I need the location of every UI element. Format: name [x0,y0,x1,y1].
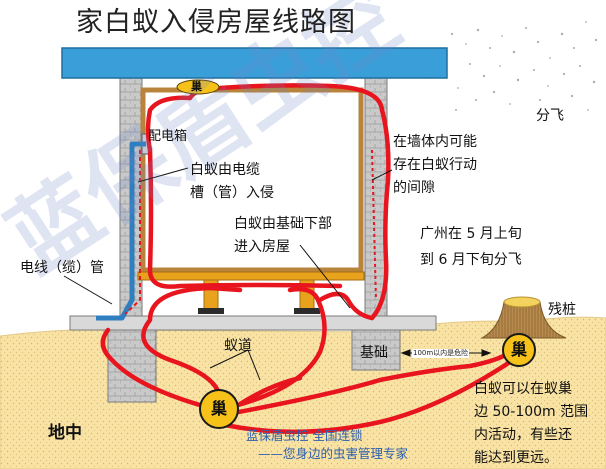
stump-nest-label: 巢 [511,340,528,359]
label-distribution-box: 配电箱 [148,129,188,144]
label-foundation-1: 白蚁由基础下部 [234,216,332,232]
brand-line-2: ——您身边的虫害管理专家 [258,446,409,461]
label-wall-1: 在墙体内可能 [393,134,477,150]
floor-slab [69,315,437,331]
cable-termite-path [124,150,141,315]
label-range-3: 内活动，有些还 [474,427,572,443]
label-distance: 100m以内是危险 [412,349,470,358]
label-foundation: 基础 [360,345,388,361]
label-foundation-2: 进入房屋 [234,239,290,255]
leader-lines [63,167,393,381]
label-underground: 地中 [48,423,82,443]
roof-nest [176,79,220,95]
roof [61,47,448,79]
swarm-dots [429,21,598,111]
label-wire-pipe: 电线（缆）管 [20,260,104,276]
label-range-4: 能达到更远。 [474,450,558,466]
floor-beam [137,271,365,281]
wall-gap-path [371,149,377,301]
label-cable-1: 白蚁由电缆 [190,162,260,178]
page-title: 家白蚁入侵房屋线路图 [76,7,356,38]
label-cable-2: 槽（管）入侵 [190,185,274,201]
label-wall-3: 的间隙 [393,180,435,196]
cable-conduit [96,141,146,321]
room-frame [140,87,364,273]
brand-line-1: 蓝保盾虫控 全国连锁 [246,428,363,443]
label-range-1: 白蚁可以在蚁巢 [474,381,572,397]
main-nest-label: 巢 [211,399,228,418]
label-stump: 残桩 [548,302,576,318]
label-range-2: 边 50-100m 范围 [474,404,589,420]
label-wall-2: 存在白蚁行动 [393,157,477,173]
label-tunnel: 蚁道 [224,338,252,354]
label-guangzhou-2: 到 6 月下旬分飞 [420,252,522,268]
label-guangzhou-1: 广州在 5 月上旬 [420,226,522,242]
termite-paths [100,83,513,435]
roof-nest-label: 巢 [191,80,202,93]
label-fenfei: 分飞 [536,108,564,124]
main-nest [199,389,239,429]
stump-top [503,296,541,308]
stump-nest [502,333,536,367]
